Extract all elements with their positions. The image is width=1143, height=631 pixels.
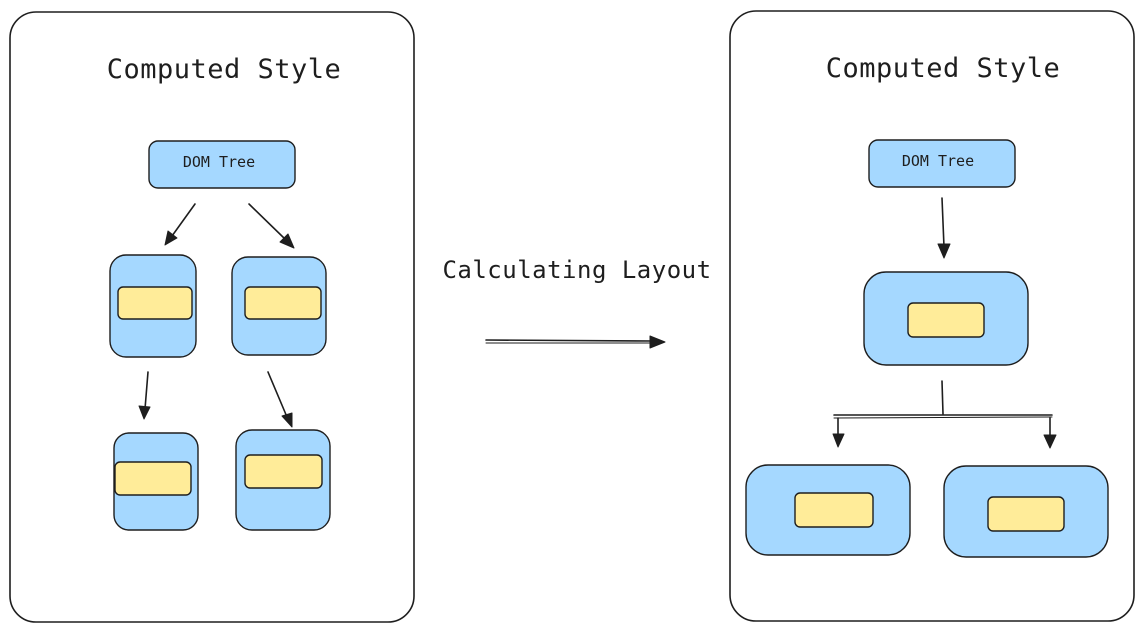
- calculating-layout-label: Calculating Layout: [442, 256, 711, 284]
- left-child-inner-1: [117, 286, 193, 320]
- right-dom-tree-box: [868, 139, 1016, 188]
- left-grandchild-node-2: [235, 429, 331, 531]
- left-grandchild-inner-2: [244, 454, 323, 489]
- right-child-node-2: [943, 465, 1109, 558]
- right-child-inner-2: [987, 496, 1065, 532]
- left-grandchild-inner-1: [114, 461, 192, 496]
- right-child-node-1: [745, 464, 911, 556]
- right-parent-inner: [907, 302, 985, 338]
- left-arrow-child-2-to-grandchild-2: [267, 371, 293, 428]
- right-dom-tree-node: DOM Tree: [868, 139, 1016, 188]
- left-child-inner-2: [244, 286, 322, 320]
- right-parent-node: [863, 271, 1029, 366]
- left-dom-tree-label: DOM Tree: [183, 153, 255, 171]
- left-arrow-root-to-child-2: [248, 203, 295, 249]
- left-panel: Computed Style DOM Tree: [9, 11, 415, 623]
- left-dom-tree-node: DOM Tree: [148, 140, 296, 189]
- right-branch-connector: [832, 380, 1057, 449]
- left-panel-title: Computed Style: [107, 54, 342, 85]
- left-arrow-child-1-to-grandchild-1: [138, 371, 151, 420]
- left-child-node-1: [109, 254, 197, 358]
- right-dom-tree-label: DOM Tree: [902, 152, 974, 170]
- transition-arrow: [485, 335, 666, 349]
- transition: Calculating Layout: [442, 256, 711, 349]
- left-arrow-root-to-child-1: [164, 203, 196, 246]
- left-panel-frame: [9, 11, 415, 623]
- right-arrow-root-to-parent: [937, 197, 951, 259]
- right-panel: Computed Style DOM Tree: [729, 10, 1135, 622]
- right-child-inner-1: [794, 492, 874, 528]
- left-child-node-2: [231, 256, 327, 356]
- right-panel-title: Computed Style: [826, 53, 1061, 84]
- left-grandchild-node-1: [113, 432, 199, 531]
- left-dom-tree-box: [148, 140, 296, 189]
